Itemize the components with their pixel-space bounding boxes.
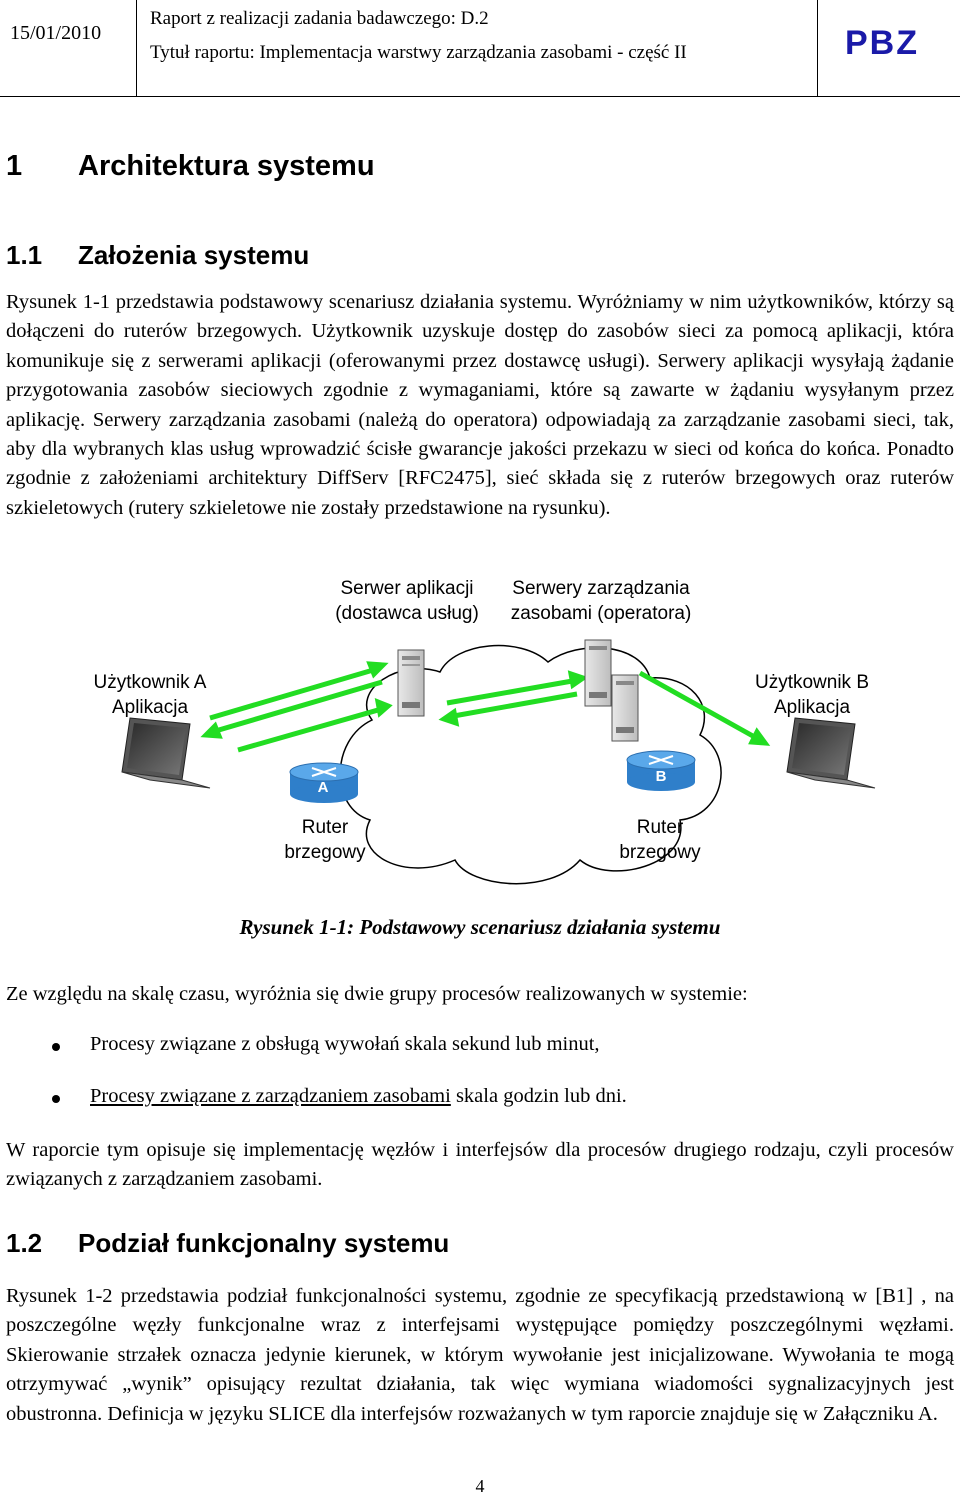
section-title: Podział funkcjonalny systemu bbox=[78, 1228, 450, 1258]
arrow-head bbox=[748, 727, 771, 746]
paragraph-intro: Rysunek 1-1 przedstawia podstawowy scena… bbox=[6, 291, 954, 519]
arrow-head bbox=[366, 661, 389, 679]
laptop-user-a bbox=[121, 717, 211, 789]
laptop-user-b bbox=[786, 717, 876, 789]
bullet-icon bbox=[52, 1095, 60, 1103]
router-a bbox=[289, 762, 359, 803]
label-server-mgmt: Serwery zarządzania zasobami (operatora) bbox=[496, 576, 706, 626]
arrow-head bbox=[567, 670, 589, 690]
router-a-mark: A bbox=[318, 779, 329, 796]
header-title-line: Tytuł raportu: Implementacja warstwy zar… bbox=[150, 42, 687, 63]
arrow-line bbox=[638, 670, 762, 743]
arrow-head bbox=[374, 698, 393, 718]
pbz-logo: PBZ bbox=[845, 24, 919, 62]
router-b bbox=[626, 750, 696, 791]
section-number: 1 bbox=[6, 150, 23, 182]
label-line: Serwery zarządzania bbox=[512, 578, 690, 599]
label-line: Ruter bbox=[636, 817, 684, 838]
page-number: 4 bbox=[475, 1476, 485, 1496]
section-1-1-heading: 1.1 Założenia systemu bbox=[6, 240, 309, 271]
underlined-text: Procesy związane z zarządzaniem zasobami bbox=[90, 1085, 451, 1107]
label-line: (dostawca usług) bbox=[335, 603, 479, 624]
section-1-2-heading: 1.2 Podział funkcjonalny systemu bbox=[6, 1228, 449, 1259]
arrow-head bbox=[438, 707, 460, 727]
section-title: Założenia systemu bbox=[78, 240, 310, 270]
header-date: 15/01/2010 bbox=[10, 22, 102, 44]
label-line: Serwer aplikacji bbox=[340, 578, 474, 599]
label-user-a: Użytkownik A Aplikacja bbox=[70, 670, 230, 720]
router-b-mark: B bbox=[656, 768, 667, 785]
label-line: Użytkownik A bbox=[93, 672, 207, 693]
label-line: Aplikacja bbox=[773, 697, 851, 718]
section-1-heading: 1 Architektura systemu bbox=[6, 150, 375, 183]
diagram-svg: A B bbox=[121, 639, 876, 885]
header-divider bbox=[817, 0, 818, 96]
section-number: 1.2 bbox=[6, 1228, 43, 1258]
header-report-line: Raport z realizacji zadania badawczego: … bbox=[150, 8, 489, 29]
arrow-line bbox=[447, 691, 578, 720]
arrow-line bbox=[446, 677, 579, 706]
page-header: 15/01/2010 Raport z realizacji zadania b… bbox=[0, 0, 960, 97]
management-server bbox=[584, 639, 612, 707]
paragraph-process-groups: Ze względu na skalę czasu, wyróżnia się … bbox=[6, 983, 748, 1005]
arrow-line bbox=[209, 665, 381, 721]
label-router-b: Ruter brzegowy bbox=[600, 815, 720, 865]
label-line: zasobami (operatora) bbox=[510, 603, 692, 624]
header-titles: Raport z realizacji zadania badawczego: … bbox=[150, 2, 687, 70]
section-number: 1.1 bbox=[6, 240, 43, 270]
figure-caption: Rysunek 1-1: Podstawowy scenariusz dział… bbox=[239, 915, 721, 939]
label-line: brzegowy bbox=[284, 842, 366, 863]
network-diagram: A B Serwer aplikacji (dostawca usług) Se… bbox=[0, 570, 960, 890]
bullet-icon bbox=[52, 1043, 60, 1051]
list-item-text: Procesy związane z zarządzaniem zasobami… bbox=[90, 1085, 627, 1108]
arrow-head bbox=[200, 721, 223, 739]
label-line: Użytkownik B bbox=[754, 672, 870, 693]
application-server bbox=[397, 649, 425, 717]
header-divider bbox=[136, 0, 137, 96]
arrow-line bbox=[211, 679, 383, 735]
list-item-text: Procesy związane z obsługą wywołań skala… bbox=[90, 1033, 600, 1055]
label-line: Aplikacja bbox=[111, 697, 189, 718]
label-line: Ruter bbox=[301, 817, 349, 838]
label-router-a: Ruter brzegowy bbox=[265, 815, 385, 865]
label-line: brzegowy bbox=[619, 842, 701, 863]
signaling-arrows bbox=[200, 661, 771, 753]
label-server-app: Serwer aplikacji (dostawca usług) bbox=[312, 576, 502, 626]
management-server bbox=[611, 674, 639, 742]
paragraph-report-scope: W raporcie tym opisuje się implementację… bbox=[6, 1139, 954, 1191]
header-rule bbox=[0, 96, 960, 97]
paragraph-functional-split: Rysunek 1-2 przedstawia podział funkcjon… bbox=[6, 1285, 954, 1425]
section-title: Architektura systemu bbox=[78, 150, 375, 182]
list-item-rest: skala godzin lub dni. bbox=[450, 1085, 627, 1107]
arrow-line bbox=[237, 705, 386, 753]
label-user-b: Użytkownik B Aplikacja bbox=[732, 670, 892, 720]
